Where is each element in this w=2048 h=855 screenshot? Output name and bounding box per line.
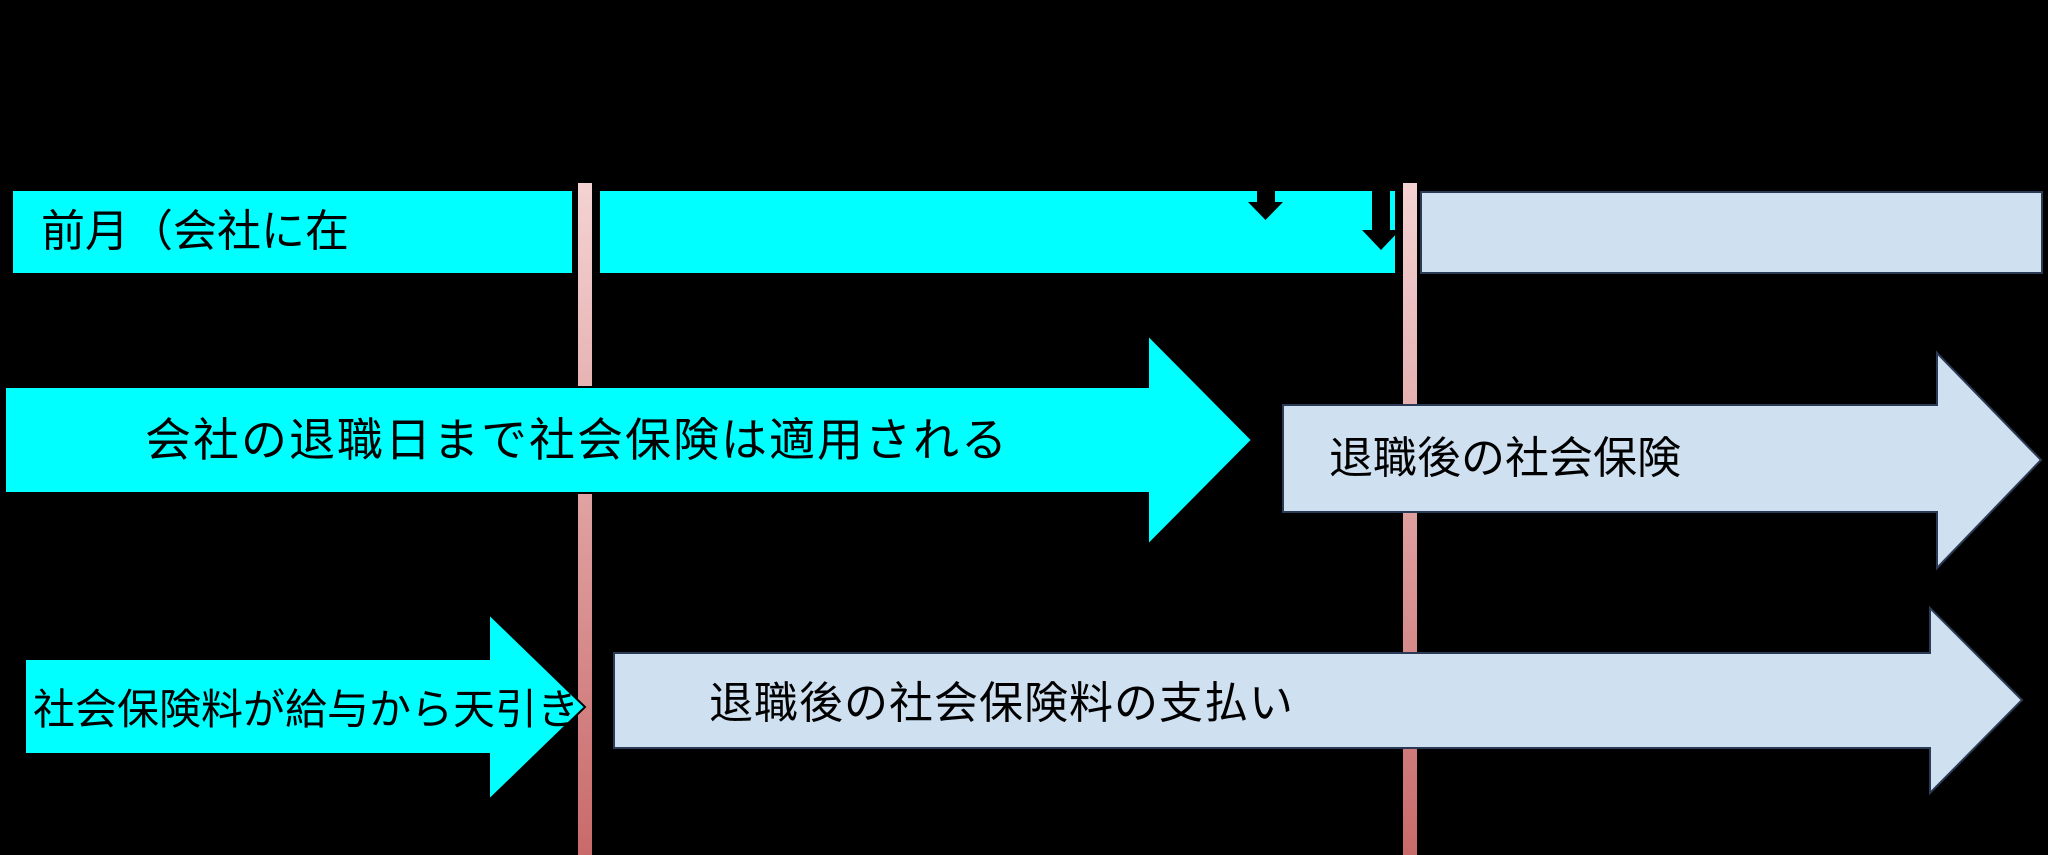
post-retirement-premium-payment-label: 退職後の社会保険料の支払い [709,679,1294,728]
coverage-until-retirement-label: 会社の退職日まで社会保険は適用される [145,414,1009,466]
vertical-divider-left [578,183,592,855]
post-retirement-insurance-label: 退職後の社会保険 [1329,434,1681,483]
down-arrow-icon-1 [1248,150,1283,220]
arrow-coverage-until-retirement [4,332,1254,548]
bar-previous-month [13,191,572,273]
arrow-post-retirement-insurance [1282,350,2043,571]
previous-month-label: 前月（会社に在 [41,207,349,256]
salary-deduction-label: 社会保険料が給与から天引き [33,686,580,733]
arrow-post-retirement-premium-payment [613,605,2024,796]
arrow-salary-deduction [24,611,587,803]
bar-following-period [1420,191,2043,274]
down-arrow-icon-2 [1362,150,1400,250]
